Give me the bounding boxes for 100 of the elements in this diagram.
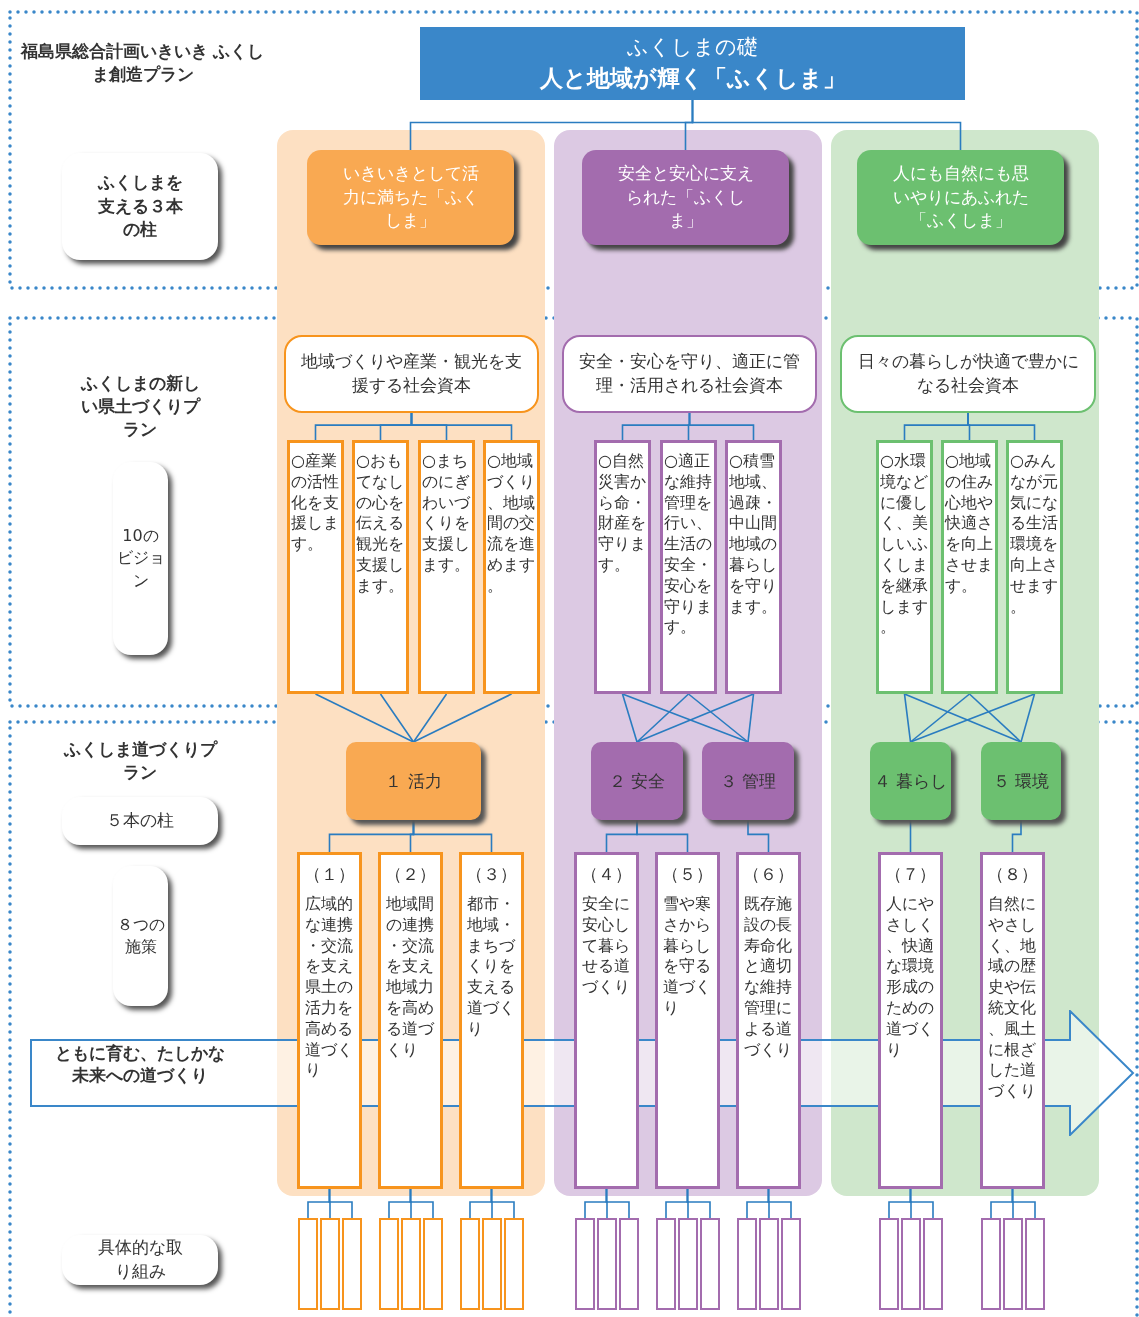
connector-line bbox=[909, 693, 971, 743]
connector-line bbox=[747, 819, 770, 853]
blank-box bbox=[923, 1218, 943, 1310]
banner-subtitle: ふくしまの礎 bbox=[627, 33, 758, 61]
side-label-card: 10のビジョン bbox=[113, 462, 168, 655]
side-label-card: 具体的な取り組み bbox=[62, 1235, 218, 1285]
blank-box bbox=[781, 1218, 801, 1310]
measure-number: （２） bbox=[385, 863, 436, 886]
blank-box bbox=[737, 1218, 757, 1310]
item-text: ○適正な維持管理を行い、生活の安全・安心を守ります。 bbox=[664, 451, 713, 639]
connector-line bbox=[968, 693, 1022, 743]
blank-box bbox=[678, 1218, 698, 1310]
blank-box bbox=[619, 1218, 639, 1310]
connector-line bbox=[1020, 693, 1036, 743]
measure-text: 既存施設の長寿命化と適切な維持管理による道づくり bbox=[744, 894, 793, 1061]
item-text: ○地域の住み心地や快適さを向上させます。 bbox=[945, 451, 994, 597]
connector-line bbox=[909, 1188, 934, 1219]
connector-line bbox=[1011, 1188, 1036, 1219]
measure-text: 人にやさしく、快適な環境形成のための道づくり bbox=[886, 894, 935, 1061]
measure-card bbox=[878, 852, 943, 1189]
blank-box bbox=[901, 1218, 921, 1310]
measure-text: 都市・地域・まちづくりを支える道づくり bbox=[467, 894, 516, 1040]
connector-line bbox=[687, 693, 749, 743]
item-text: ○まちのにぎわいづくりを支援します。 bbox=[422, 451, 471, 576]
section-heading: ふくしまの新しい県土づくりプラン bbox=[79, 372, 202, 441]
blank-box bbox=[298, 1218, 318, 1310]
side-label-card: ５本の柱 bbox=[62, 797, 218, 845]
blank-box bbox=[759, 1218, 779, 1310]
section-heading: ふくしま道づくりプラン bbox=[62, 738, 219, 784]
connector-line bbox=[636, 693, 690, 743]
measure-text: 雪や寒さから暮らしを守る道づくり bbox=[663, 894, 712, 1019]
item-text: ○自然災害から命・財産を守ります。 bbox=[598, 451, 647, 576]
measure-text: 安全に安心して暮らせる道づくり bbox=[582, 894, 631, 998]
measure-text: 地域間の連携・交流を支え地域力を高める道づくり bbox=[386, 894, 435, 1061]
pillar-card: ５ 環境 bbox=[981, 742, 1061, 820]
connector-line bbox=[903, 693, 912, 743]
blank-box bbox=[981, 1218, 1001, 1310]
connector-line bbox=[747, 693, 755, 743]
item-text: ○地域づくり、地域間の交流を進めます。 bbox=[487, 451, 536, 597]
pillar-card: ２ 安全 bbox=[591, 742, 683, 820]
measure-number: （３） bbox=[466, 863, 517, 886]
capital-card: 日々の暮らしが快適で豊かになる社会資本 bbox=[840, 335, 1096, 413]
connector-line bbox=[328, 1188, 353, 1219]
connector-line bbox=[410, 412, 513, 441]
connector-line bbox=[412, 819, 493, 853]
connector-line bbox=[636, 819, 689, 853]
banner-title: 人と地域が輝く「ふくしま」 bbox=[539, 64, 846, 94]
blank-box bbox=[379, 1218, 399, 1310]
item-text: ○積雪地域、過疎・中山間地域の暮らしを守ります。 bbox=[729, 451, 778, 618]
measure-number: （７） bbox=[885, 863, 936, 886]
connector-line bbox=[691, 99, 962, 151]
measure-card bbox=[980, 852, 1045, 1189]
banner-text: ともに育む、たしかな未来への道づくり bbox=[54, 1042, 226, 1087]
pillar-card: ３ 管理 bbox=[702, 742, 794, 820]
measure-card bbox=[736, 852, 801, 1189]
blank-box bbox=[342, 1218, 362, 1310]
blank-box bbox=[423, 1218, 443, 1310]
blank-box bbox=[320, 1218, 340, 1310]
measure-number: （１） bbox=[304, 863, 355, 886]
measure-number: （８） bbox=[987, 863, 1038, 886]
measure-card bbox=[378, 852, 443, 1189]
title-banner bbox=[420, 27, 965, 100]
connector-line bbox=[412, 693, 448, 743]
connector-line bbox=[621, 693, 638, 743]
connector-line bbox=[605, 1188, 630, 1219]
vision-card: 人にも自然にも思いやりにあふれた「ふくしま」 bbox=[857, 150, 1064, 245]
capital-card: 安全・安心を守り、適正に管理・活用される社会資本 bbox=[562, 335, 817, 413]
measure-number: （５） bbox=[662, 863, 713, 886]
section-heading: 福島県総合計画いきいき ふくしま創造プラン bbox=[20, 40, 265, 86]
blank-box bbox=[401, 1218, 421, 1310]
blank-box bbox=[460, 1218, 480, 1310]
connector-line bbox=[379, 693, 415, 743]
measure-card bbox=[574, 852, 639, 1189]
blank-box bbox=[656, 1218, 676, 1310]
vision-card: 安全と安心に支えられた「ふくしま」 bbox=[582, 150, 789, 245]
item-text: ○おもてなしの心を伝える観光を支援します。 bbox=[356, 451, 405, 597]
measure-text: 広域的な連携・交流を支え県土の活力を高める道づくり bbox=[305, 894, 354, 1082]
measure-number: （６） bbox=[743, 863, 794, 886]
pillar-card: １ 活力 bbox=[346, 742, 481, 820]
connector-line bbox=[621, 693, 749, 743]
measure-card bbox=[459, 852, 524, 1189]
blank-box bbox=[879, 1218, 899, 1310]
blank-box bbox=[1003, 1218, 1023, 1310]
connector-line bbox=[909, 819, 912, 853]
measure-card bbox=[655, 852, 720, 1189]
vision-card: いきいきとして活力に満ちた「ふくしま」 bbox=[307, 150, 514, 245]
connector-line bbox=[767, 1188, 792, 1219]
measure-number: （４） bbox=[581, 863, 632, 886]
blank-box bbox=[482, 1218, 502, 1310]
item-text: ○水環境などに優しく、美しいふくしまを継承します。 bbox=[880, 451, 929, 639]
capital-card: 地域づくりや産業・観光を支援する社会資本 bbox=[284, 335, 539, 413]
item-text: ○産業の活性化を支援します。 bbox=[291, 451, 340, 555]
connector-line bbox=[688, 412, 755, 441]
blank-box bbox=[575, 1218, 595, 1310]
connector-line bbox=[686, 1188, 711, 1219]
connector-line bbox=[412, 693, 513, 743]
connector-line bbox=[903, 693, 1022, 743]
connector-line bbox=[967, 412, 1036, 441]
connector-line bbox=[490, 1188, 515, 1219]
connector-line bbox=[1011, 819, 1022, 853]
